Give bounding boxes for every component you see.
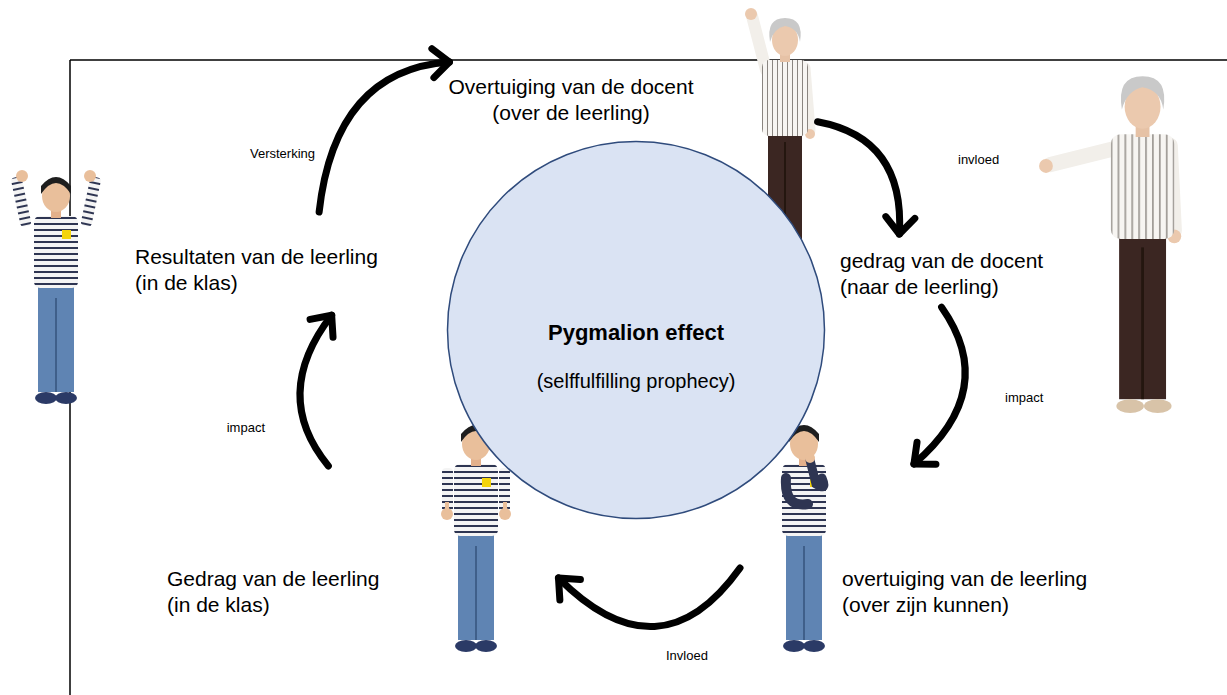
curved-arrow: [300, 315, 333, 466]
cycle-step: gedrag van de docent(naar de leerling): [836, 246, 1047, 301]
step-subtitle: (naar de leerling): [840, 274, 1043, 300]
arrow-head: [310, 315, 333, 337]
circle-shape: [448, 142, 825, 519]
effect-circle: Pygmalion effect (selffulfilling prophecy…: [446, 140, 826, 520]
step-title: Gedrag van de leerling: [167, 566, 379, 592]
edge-label: impact: [224, 420, 268, 436]
arrow-head: [914, 442, 936, 464]
arrow-line: [914, 307, 965, 464]
frame: [70, 60, 1227, 695]
cycle-step: overtuiging van de leerling(over zijn ku…: [838, 564, 1091, 619]
arrow-head: [886, 217, 915, 234]
curved-arrow: [818, 122, 915, 234]
step-title: Pygmalion effect: [548, 320, 724, 346]
step-subtitle: (selffulfilling prophecy): [537, 370, 736, 393]
curved-arrow: [558, 568, 740, 627]
edge-label: Invloed: [663, 648, 711, 664]
edge-label: Versterking: [247, 146, 318, 162]
step-subtitle: (over zijn kunnen): [842, 592, 1087, 618]
boy-figure: [782, 425, 826, 652]
cycle-step: Overtuiging van de docent(over de leerli…: [444, 72, 697, 127]
step-title: Resultaten van de leerling: [135, 244, 378, 270]
step-title: gedrag van de docent: [840, 248, 1043, 274]
edge-label: impact: [1002, 390, 1046, 406]
edge-label: invloed: [955, 152, 1002, 168]
arrow-head: [432, 49, 450, 78]
arrow-line: [558, 568, 740, 627]
step-title: Overtuiging van de docent: [448, 74, 693, 100]
step-subtitle: (over de leerling): [448, 100, 693, 126]
step-subtitle: (in de klas): [167, 592, 379, 618]
step-subtitle: (in de klas): [135, 270, 378, 296]
boy-figure: [11, 170, 102, 404]
curved-arrow: [914, 307, 965, 464]
arrow-line: [319, 62, 449, 212]
cycle-step: Resultaten van de leerling(in de klas): [131, 242, 382, 297]
teacher-figure: [1039, 76, 1181, 413]
curved-arrow: [319, 49, 449, 212]
step-title: overtuiging van de leerling: [842, 566, 1087, 592]
arrow-line: [300, 315, 332, 466]
arrow-head: [558, 578, 580, 600]
cycle-step: Gedrag van de leerling(in de klas): [163, 564, 383, 619]
